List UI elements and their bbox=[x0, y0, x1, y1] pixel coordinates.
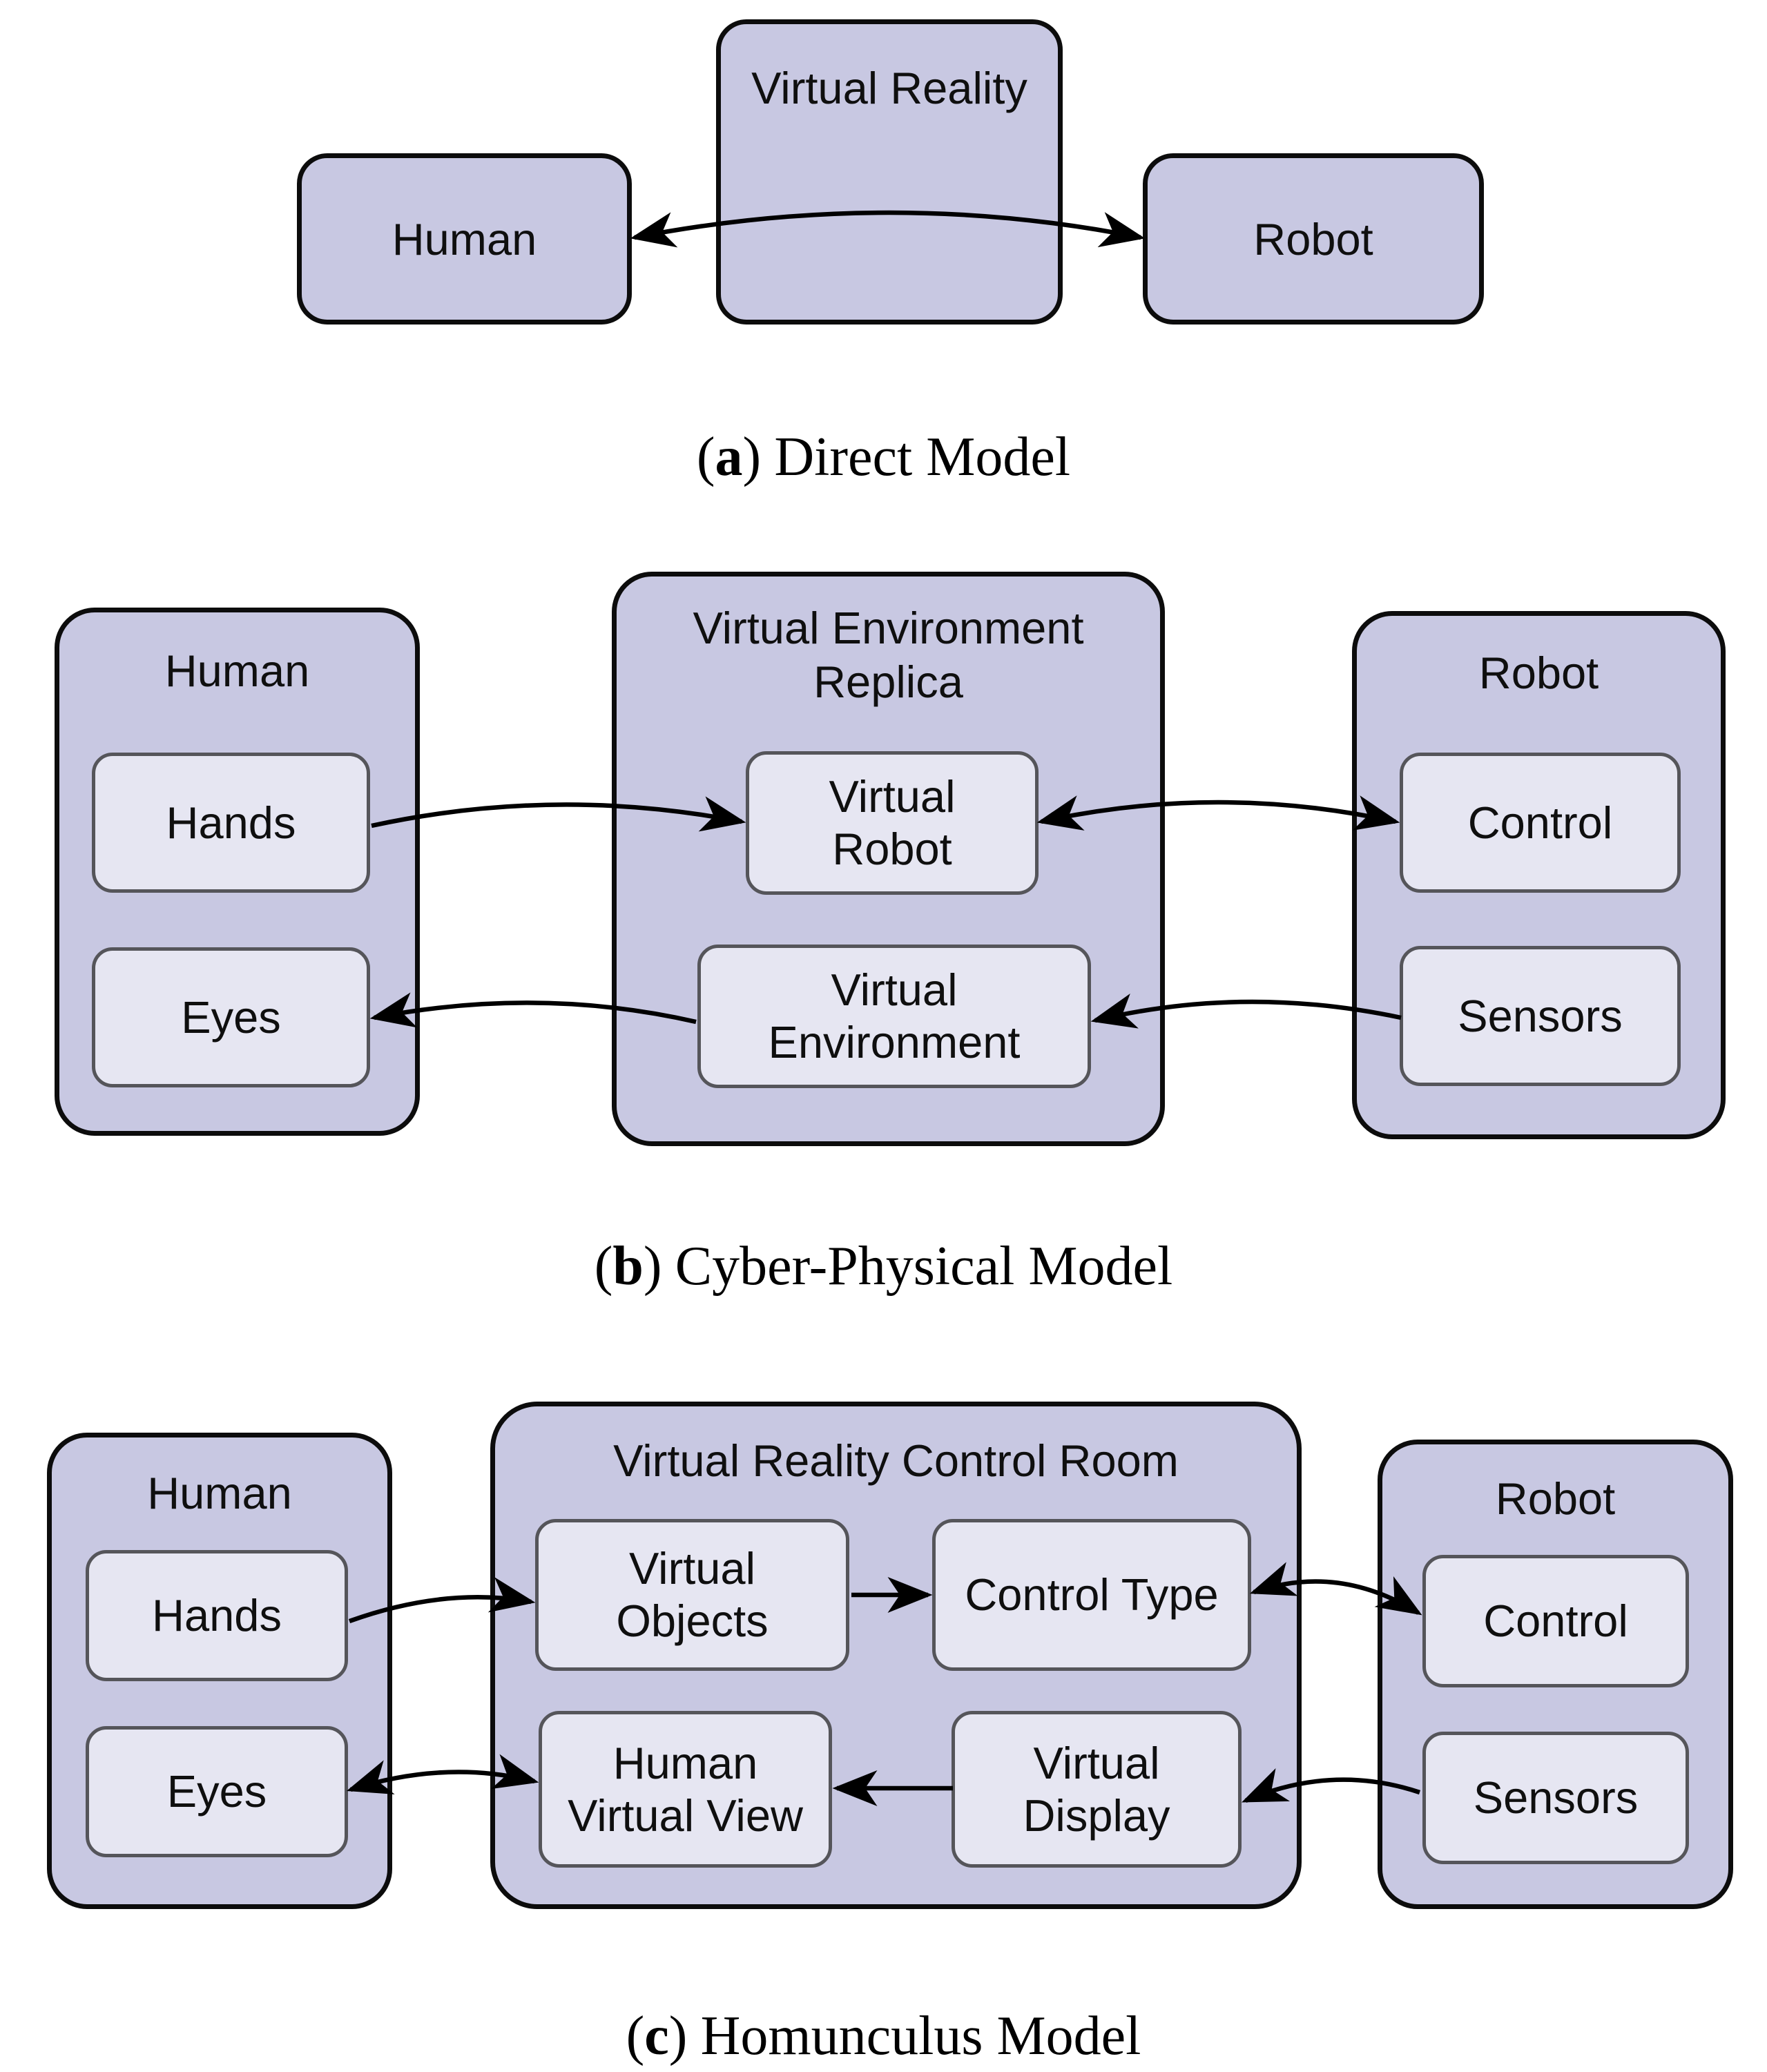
human-virtual-view-label-c: Human Virtual View bbox=[568, 1737, 803, 1841]
virtual-reality-label-a: Virtual Reality bbox=[751, 63, 1027, 113]
caption-c-open: ( bbox=[626, 2006, 645, 2066]
caption-b-letter: b bbox=[612, 1236, 644, 1297]
robot-container-title-c: Robot bbox=[1495, 1473, 1616, 1524]
virtual-environment-label-b: Virtual Environment bbox=[768, 965, 1021, 1067]
virtual-display-label-c: Virtual Display bbox=[1023, 1737, 1170, 1841]
virtual-environment-replica-title-b: Virtual Environment Replica bbox=[693, 603, 1084, 707]
virtual-robot-label-b: Virtual Robot bbox=[829, 771, 956, 874]
virtual-robot-node-b: Virtual Robot bbox=[746, 751, 1039, 895]
caption-c: (c)Homunculus Model bbox=[0, 2006, 1767, 2066]
virtual-objects-label-c: Virtual Objects bbox=[616, 1543, 769, 1646]
robot-label-a: Robot bbox=[1253, 213, 1373, 264]
caption-b: (b)Cyber-Physical Model bbox=[0, 1236, 1767, 1297]
eyes-label-b: Eyes bbox=[181, 991, 281, 1043]
robot-container-title-b: Robot bbox=[1478, 648, 1599, 698]
caption-b-title: Cyber-Physical Model bbox=[675, 1236, 1173, 1297]
caption-c-title: Homunculus Model bbox=[700, 2006, 1141, 2066]
control-type-node-c: Control Type bbox=[932, 1519, 1251, 1671]
virtual-reality-control-room-title-c: Virtual Reality Control Room bbox=[613, 1435, 1179, 1486]
hands-label-c: Hands bbox=[152, 1590, 282, 1640]
caption-b-open: ( bbox=[594, 1236, 613, 1297]
sensors-label-b: Sensors bbox=[1458, 990, 1623, 1041]
control-node-b: Control bbox=[1400, 753, 1681, 893]
human-virtual-view-node-c: Human Virtual View bbox=[539, 1711, 832, 1868]
eyes-label-c: Eyes bbox=[166, 1766, 267, 1817]
virtual-environment-node-b: Virtual Environment bbox=[697, 945, 1091, 1088]
control-label-b: Control bbox=[1467, 797, 1613, 848]
caption-a-open: ( bbox=[696, 427, 715, 487]
sensors-node-b: Sensors bbox=[1400, 946, 1681, 1086]
hands-node-b: Hands bbox=[92, 753, 370, 893]
sensors-node-c: Sensors bbox=[1422, 1732, 1689, 1864]
control-type-label-c: Control Type bbox=[965, 1569, 1219, 1620]
human-label-a: Human bbox=[392, 213, 537, 264]
caption-a-title: Direct Model bbox=[774, 427, 1071, 487]
eyes-node-c: Eyes bbox=[86, 1726, 348, 1857]
robot-box-a: Robot bbox=[1143, 153, 1484, 325]
human-container-title-b: Human bbox=[164, 646, 310, 696]
hands-node-c: Hands bbox=[86, 1550, 348, 1681]
caption-c-close: ) bbox=[668, 2006, 688, 2066]
sensors-label-c: Sensors bbox=[1473, 1772, 1639, 1823]
caption-a-letter: a bbox=[715, 427, 743, 487]
caption-c-letter: c bbox=[644, 2006, 669, 2066]
virtual-objects-node-c: Virtual Objects bbox=[535, 1519, 849, 1671]
control-node-c: Control bbox=[1422, 1555, 1689, 1687]
human-container-title-c: Human bbox=[147, 1468, 292, 1518]
hands-label-b: Hands bbox=[166, 797, 296, 848]
human-box-a: Human bbox=[297, 153, 632, 325]
control-label-c: Control bbox=[1483, 1596, 1628, 1646]
eyes-node-b: Eyes bbox=[92, 947, 370, 1087]
virtual-display-node-c: Virtual Display bbox=[952, 1711, 1242, 1868]
caption-b-close: ) bbox=[643, 1236, 662, 1297]
virtual-reality-box-a: Virtual Reality bbox=[716, 19, 1063, 325]
caption-a-close: ) bbox=[742, 427, 762, 487]
caption-a: (a)Direct Model bbox=[0, 427, 1767, 487]
